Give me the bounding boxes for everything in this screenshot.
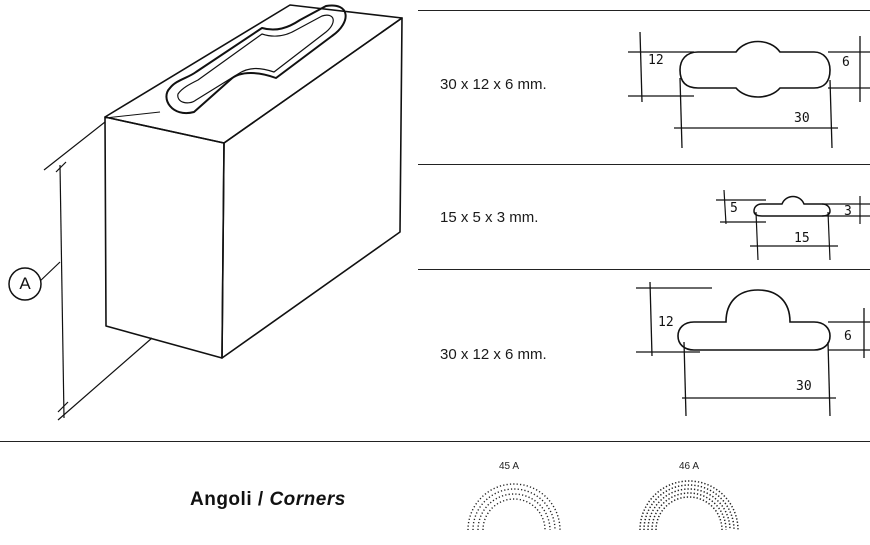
corner-code-46a: 46 A: [679, 461, 700, 472]
dimension-line-a: [59, 164, 65, 419]
block-right-face: [221, 17, 403, 359]
corner-code-45a: 45 A: [499, 461, 520, 472]
block-slot-outer: [165, 4, 347, 115]
separator-row-1: [418, 164, 870, 165]
corners-title-italian: Angoli /: [190, 489, 264, 510]
profile-label-2: 15 x 5 x 3 mm.: [440, 209, 539, 226]
corners-title: Angoli / Corners: [190, 489, 346, 511]
label-a: A: [19, 274, 31, 293]
profile-1-end: 6: [842, 55, 850, 70]
profile-1-height: 12: [648, 53, 664, 68]
separator-row-2: [418, 269, 870, 270]
label-a-circle: [8, 267, 42, 301]
profile-2-height: 5: [730, 201, 738, 216]
profile-drawing-1: 12 6 30: [628, 31, 870, 149]
corners-title-english: Corners: [269, 489, 346, 510]
profile-label-1: 30 x 12 x 6 mm.: [440, 76, 547, 93]
profile-3-height: 12: [658, 315, 674, 330]
separator-top: [418, 10, 870, 11]
block-slot-inner: [177, 14, 334, 104]
corner-45a-arch: [467, 483, 561, 531]
profile-3-length: 30: [796, 379, 812, 394]
block-front-face: [104, 116, 225, 359]
profile-2-length: 15: [794, 231, 810, 246]
profile-1-length: 30: [794, 111, 810, 126]
profile-drawing-2: 5 3 15: [716, 189, 870, 261]
separator-bottom: [0, 441, 870, 442]
corner-46a-arch: [639, 480, 739, 531]
profile-drawing-3: 12 6 30: [636, 281, 870, 417]
profile-label-3: 30 x 12 x 6 mm.: [440, 346, 547, 363]
profile-3-end: 6: [844, 329, 852, 344]
profile-2-end: 3: [844, 204, 852, 219]
block-drawing: [8, 4, 403, 421]
